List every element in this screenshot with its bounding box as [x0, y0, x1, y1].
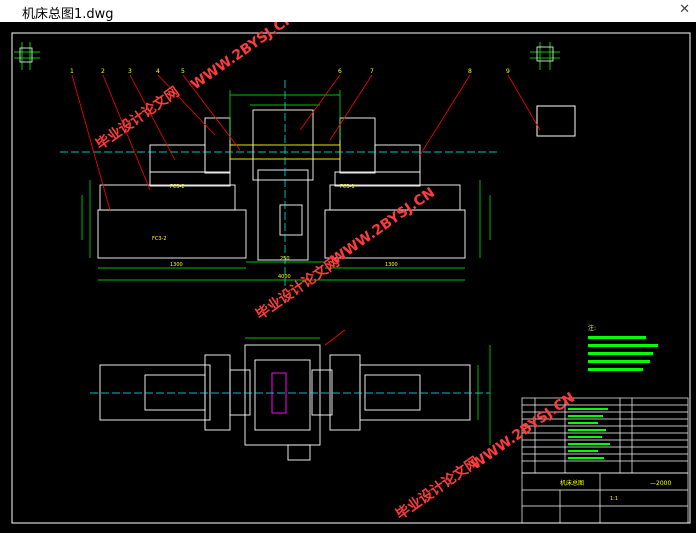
- dim-left: 1300: [170, 262, 183, 268]
- label-fc3-1: FC3-1: [340, 184, 355, 190]
- watermark: 毕业设计论文网 WWW.2BYSJ.CN 毕业设计论文网 WWW.2BYSJ.C…: [93, 10, 578, 524]
- detail-top-right: [530, 42, 560, 70]
- top-view: [99, 344, 471, 461]
- balloon-3: 3: [128, 68, 132, 75]
- watermark-name-3: 毕业设计论文网: [393, 453, 483, 523]
- balloon-2: 2: [101, 68, 105, 75]
- drawing-canvas[interactable]: 1 2 3 4 5 6 7 8 9 FC3-2 FC3-1 FC3-2 1300…: [0, 10, 696, 529]
- technical-notes: 注:: [588, 324, 658, 371]
- balloon-4: 4: [156, 68, 160, 75]
- close-icon[interactable]: ✕: [679, 2, 690, 17]
- parts-list-text: [568, 408, 610, 459]
- dim-total: 4000: [278, 274, 291, 280]
- leader-lines: [71, 74, 541, 346]
- title-block-scale: 1:1: [610, 496, 618, 502]
- balloon-9: 9: [506, 68, 510, 75]
- title-block-name: 机床总图: [560, 479, 584, 487]
- balloon-5: 5: [181, 68, 185, 75]
- dim-right: 1300: [385, 262, 398, 268]
- balloon-numbers: 1 2 3 4 5 6 7 8 9: [70, 68, 510, 75]
- detail-top-left: [14, 42, 40, 70]
- title-block-code: —2000: [650, 480, 671, 487]
- label-fc3-2b: FC3-2: [170, 184, 185, 190]
- balloon-1: 1: [70, 68, 74, 75]
- balloon-8: 8: [468, 68, 472, 75]
- drawing-frame: [11, 32, 691, 524]
- detail-box: [536, 105, 576, 137]
- front-view: [97, 109, 466, 261]
- dim-center: 250: [280, 256, 290, 262]
- front-view-dims: [81, 90, 491, 281]
- top-view-dims: [245, 337, 491, 445]
- window-title: 机床总图1.dwg: [22, 7, 114, 22]
- watermark-name-1: 毕业设计论文网: [93, 83, 183, 153]
- notes-title: 注:: [588, 324, 596, 332]
- balloon-6: 6: [338, 68, 342, 75]
- window-titlebar: 机床总图1.dwg ✕: [0, 0, 696, 23]
- title-block: [521, 472, 689, 524]
- cad-drawing: 1 2 3 4 5 6 7 8 9 FC3-2 FC3-1 FC3-2 1300…: [11, 10, 691, 524]
- watermark-site-2: WWW.2BYSJ.CN: [328, 185, 438, 269]
- watermark-name-2: 毕业设计论文网: [253, 253, 343, 323]
- front-labels: FC3-2 FC3-1 FC3-2 1300 1300 4000 250: [152, 184, 398, 280]
- balloon-7: 7: [370, 68, 374, 75]
- label-fc3-2: FC3-2: [152, 236, 167, 242]
